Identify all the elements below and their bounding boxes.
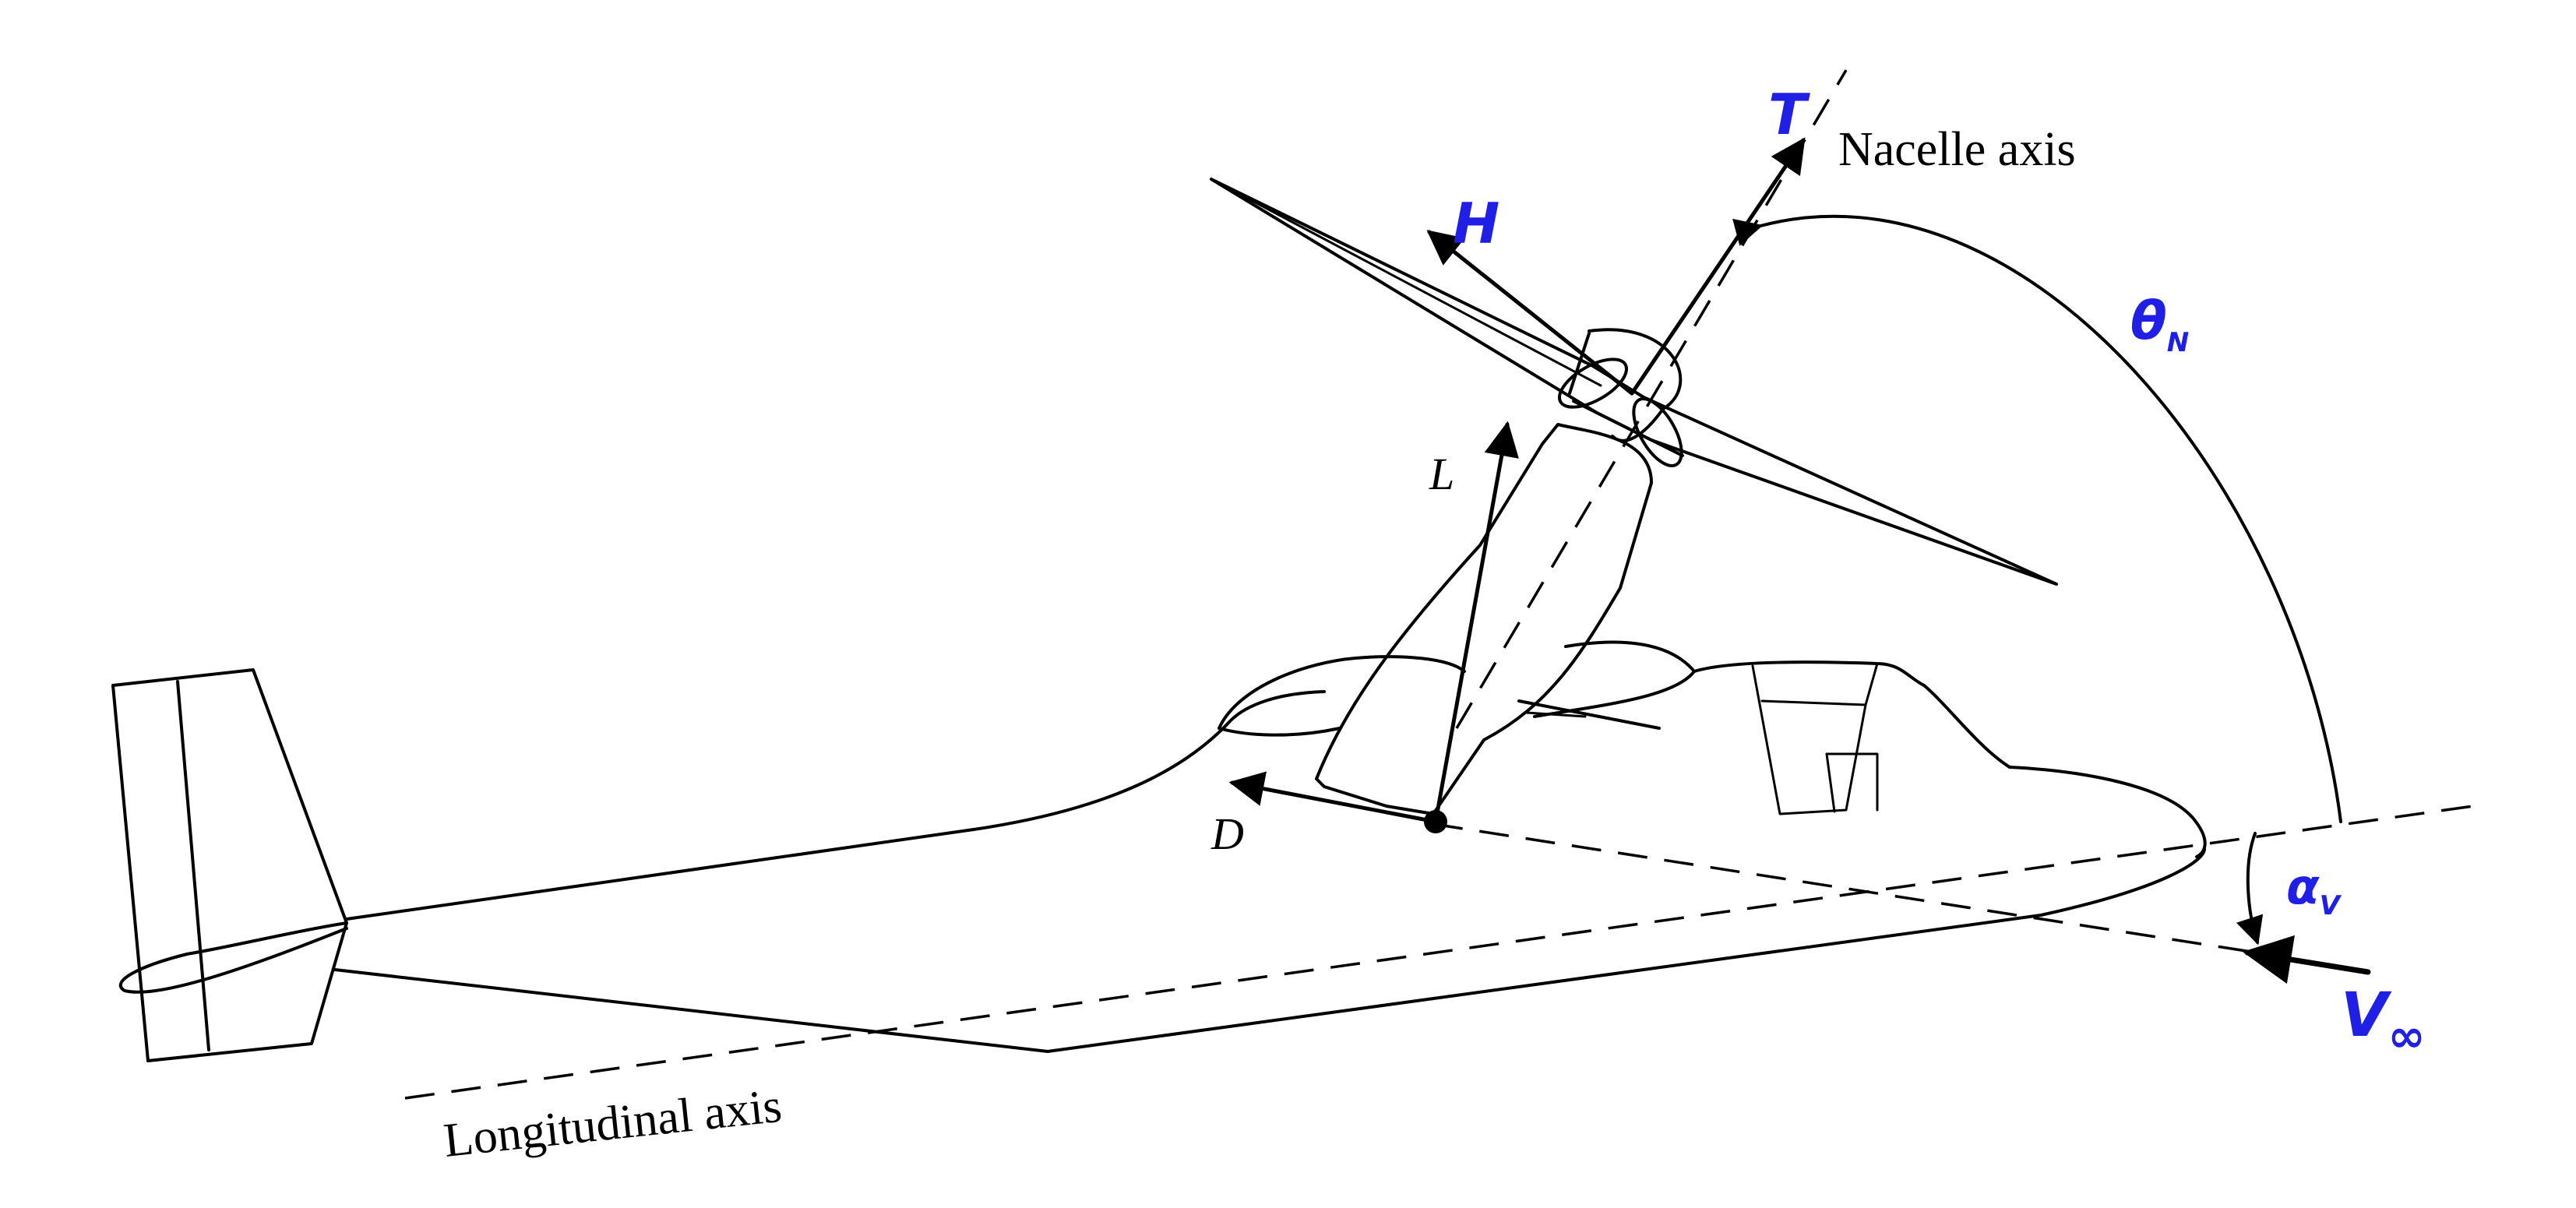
freestream-label: V∞ [2341, 981, 2426, 1062]
attack-angle-arc [2236, 832, 2264, 946]
nacelle-angle-arc [1732, 214, 2342, 823]
freestream-symbol: V [2341, 981, 2392, 1051]
drag-label: D [1210, 808, 1244, 859]
hub-force-vector [1426, 230, 1634, 396]
tail-section [111, 668, 348, 1062]
lift-label: L [1429, 449, 1454, 499]
freestream-subscript: ∞ [2387, 1009, 2425, 1062]
flight-path-line [1432, 822, 2252, 953]
attack-angle-symbol: α [2286, 858, 2320, 915]
longitudinal-axis-line [404, 805, 2474, 1100]
thrust-vector [1630, 137, 1806, 396]
rotor-blade [1210, 178, 2058, 586]
attack-angle-label: αV [2286, 858, 2342, 921]
nacelle-axis-label: Nacelle axis [1838, 123, 2076, 176]
lift-vector [1433, 421, 1519, 824]
fuselage [333, 640, 2207, 1053]
nacelle [1315, 328, 1684, 815]
hub-force-label: H [1453, 191, 1499, 256]
thrust-label: T [1768, 82, 1810, 147]
attack-angle-subscript: V [2320, 890, 2342, 921]
nacelle-angle-subscript: N [2167, 327, 2189, 358]
drag-vector [1228, 771, 1438, 824]
longitudinal-axis-label: Longitudinal axis [441, 1079, 784, 1167]
nacelle-angle-label: θN [2130, 291, 2189, 358]
freestream-vector [2242, 935, 2371, 984]
nacelle-angle-symbol: θ [2130, 291, 2167, 352]
